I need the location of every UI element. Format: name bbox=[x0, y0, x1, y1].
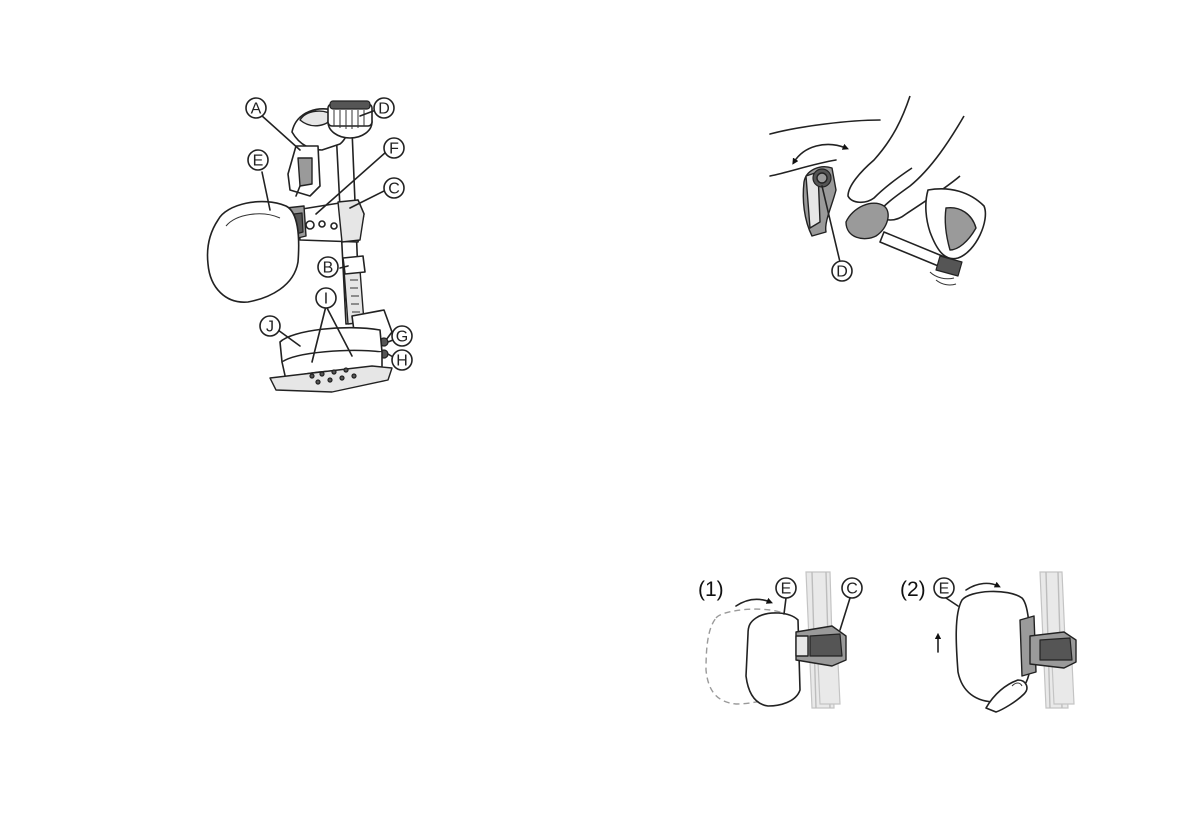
step-2-label: (2) bbox=[900, 578, 926, 601]
knob-adjustment-diagram: D bbox=[770, 96, 985, 285]
callout-C: C bbox=[384, 178, 404, 198]
step-1-diagram: (1) E C bbox=[698, 572, 862, 708]
svg-text:C: C bbox=[846, 581, 858, 598]
svg-text:E: E bbox=[253, 153, 264, 170]
svg-text:J: J bbox=[266, 319, 274, 336]
callout-I: I bbox=[316, 288, 336, 308]
callout-E: E bbox=[248, 150, 268, 170]
callout-A: A bbox=[246, 98, 266, 118]
callout-D-fig2: D bbox=[832, 261, 852, 281]
svg-text:I: I bbox=[324, 291, 328, 308]
callout-H: H bbox=[392, 350, 412, 370]
step-2-diagram: (2) E bbox=[900, 572, 1076, 712]
svg-text:E: E bbox=[781, 581, 792, 598]
step-1-label: (1) bbox=[698, 578, 724, 601]
callout-B: B bbox=[318, 257, 338, 277]
svg-text:F: F bbox=[389, 141, 399, 158]
callout-E-step1: E bbox=[776, 578, 796, 598]
svg-text:B: B bbox=[323, 260, 334, 277]
svg-text:D: D bbox=[378, 101, 390, 118]
callout-C-step1: C bbox=[842, 578, 862, 598]
callout-F: F bbox=[384, 138, 404, 158]
callout-J: J bbox=[260, 316, 280, 336]
svg-text:C: C bbox=[388, 181, 400, 198]
svg-text:A: A bbox=[251, 101, 262, 118]
callout-G: G bbox=[392, 326, 412, 346]
svg-text:G: G bbox=[396, 329, 408, 346]
svg-text:D: D bbox=[836, 264, 848, 281]
svg-text:E: E bbox=[939, 581, 950, 598]
legrest-assembly-diagram: A B C D E F G H I J bbox=[207, 98, 412, 392]
callout-D: D bbox=[374, 98, 394, 118]
svg-text:H: H bbox=[396, 353, 408, 370]
callout-E-step2: E bbox=[934, 578, 954, 598]
